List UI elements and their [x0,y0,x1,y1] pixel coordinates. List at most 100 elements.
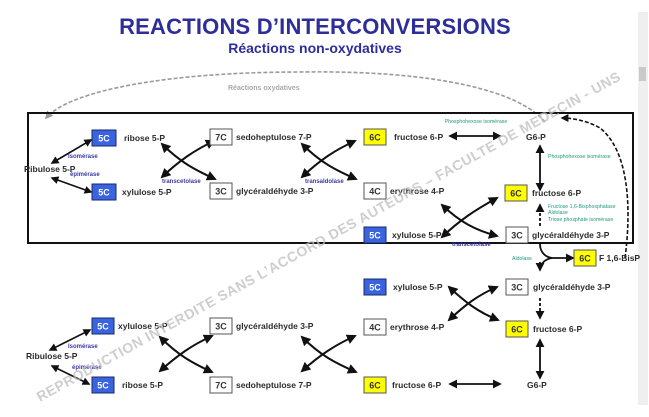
node-fructose-6p-top-b: 6C fructose 6-P [504,184,581,202]
node-sedoheptulose-7p-top: 7C sedoheptulose 7-P [209,128,312,146]
svg-text:fructose 6-P: fructose 6-P [392,380,441,390]
svg-text:ribose 5-P: ribose 5-P [124,133,165,143]
top-panel-frame [27,112,634,244]
svg-text:glycéraldéhyde 3-P: glycéraldéhyde 3-P [533,282,611,292]
phi-label-b: Phosphohexose isomérase [548,154,611,160]
aldolase-arrow-to-fbp [539,243,575,263]
svg-text:3C: 3C [511,283,523,293]
svg-text:6C: 6C [510,189,522,199]
oxidative-loop-arrow [44,71,546,123]
svg-text:xylulose 5-P: xylulose 5-P [122,187,172,197]
g6p-top: G6-P [526,132,546,142]
svg-text:5C: 5C [369,283,381,293]
svg-text:6C: 6C [579,254,591,264]
svg-text:5C: 5C [97,381,109,391]
svg-text:3C: 3C [215,187,227,197]
svg-text:glycéraldéhyde 3-P: glycéraldéhyde 3-P [236,321,314,331]
node-erythrose-4p-bottom: 4C erythrose 4-P [363,318,445,336]
ribulose-5p-top: Ribulose 5-P [24,164,76,174]
transaldolase-cross-bottom1 [300,335,358,374]
node-ribose-5p-bottom: 5C ribose 5-P [91,376,163,394]
node-fructose-6p-top-a: 6C fructose 6-P [363,128,443,146]
node-xylulose-5p-bottom-left: 5C xylulose 5-P [91,317,168,335]
transketolase-cross-d1 [158,335,214,374]
svg-text:4C: 4C [369,323,381,333]
svg-text:xylulose 5-P: xylulose 5-P [392,230,442,240]
svg-text:3C: 3C [215,322,227,332]
node-fructose-6p-bottom-right: 6C fructose 6-P [505,320,582,338]
svg-text:erythrose 4-P: erythrose 4-P [390,186,445,196]
transketolase-label-b: transcetolase [452,242,491,248]
transaldolase-cross-1 [300,142,358,181]
epimerase-label-bottom: épimérase [72,365,102,371]
node-sedoheptulose-7p-bottom: 7C sedoheptulose 7-P [209,376,312,394]
enzyme-aldolase: Aldolase [548,210,568,216]
isomerase-arrow-bottom [48,329,92,351]
svg-text:fructose 6-P: fructose 6-P [394,132,443,142]
epimerase-arrow-bottom [50,365,91,385]
node-glyceraldehyde-3p-top-b: 3C glycéraldéhyde 3-P [505,226,610,244]
svg-text:glycéraldéhyde 3-P: glycéraldéhyde 3-P [236,186,314,196]
fbp-return-arrow [560,114,629,259]
ribulose-5p-bottom: Ribulose 5-P [26,351,78,361]
scrollbar-track[interactable] [638,12,648,405]
svg-text:5C: 5C [97,322,109,332]
transaldolase-label: transaldolase [305,179,344,185]
transketolase-cross-b2 [440,197,499,239]
isomerase-arrow-top [50,139,93,164]
node-fructose-6p-bottom-left: 6C fructose 6-P [363,376,441,394]
aldolase-arrow-join [539,257,553,271]
node-ribose-5p-top: 5C ribose 5-P [91,129,165,147]
svg-text:4C: 4C [369,187,381,197]
scrollbar-thumb[interactable] [639,67,646,81]
svg-text:sedoheptulose 7-P: sedoheptulose 7-P [236,380,312,390]
svg-text:5C: 5C [98,188,110,198]
node-glyceraldehyde-3p-bottom-right: 3C glycéraldéhyde 3-P [505,278,611,296]
transketolase-cross-a1 [160,142,217,181]
transketolase-cross-c1 [447,285,500,322]
node-erythrose-4p-top: 4C erythrose 4-P [363,182,445,200]
svg-text:sedoheptulose 7-P: sedoheptulose 7-P [236,132,312,142]
svg-text:7C: 7C [215,381,227,391]
g6p-bottom: G6-P [527,380,547,390]
main-title: REACTIONS D’INTERCONVERSIONS [119,14,511,39]
phi-label-a: Phosphohexose isomérase [445,119,508,125]
svg-text:5C: 5C [98,134,110,144]
svg-text:7C: 7C [215,133,227,143]
transketolase-cross-c2 [447,285,499,322]
transaldolase-cross-2 [300,139,357,179]
svg-text:5C: 5C [369,231,381,241]
svg-text:6C: 6C [369,133,381,143]
isomerase-label-top: Isomérase [68,154,98,160]
transketolase-cross-a2 [160,139,216,179]
enzyme-tpi: Triose phosphate isomérase [548,217,613,223]
svg-text:ribose 5-P: ribose 5-P [122,380,163,390]
epimerase-label-top: épimérase [70,172,100,178]
svg-text:6C: 6C [511,325,523,335]
node-xylulose-5p-top: 5C xylulose 5-P [91,183,172,201]
svg-text:xylulose 5-P: xylulose 5-P [393,282,443,292]
transaldolase-cross-bottom2 [300,334,357,373]
transketolase-cross-b1 [440,203,499,239]
svg-text:erythrose 4-P: erythrose 4-P [390,322,445,332]
svg-text:6C: 6C [369,381,381,391]
svg-text:3C: 3C [511,231,523,241]
svg-text:F 1,6-BisP: F 1,6-BisP [599,253,640,263]
aldolase-label: Aldolase [512,256,532,262]
node-xylulose-5p-bottom-right: 5C xylulose 5-P [363,278,443,296]
svg-text:fructose 6-P: fructose 6-P [532,188,581,198]
enzyme-fbpase: Fructose 1,6-Bisphosphatase [548,204,616,210]
node-f16bisp: 6C F 1,6-BisP [573,249,640,267]
svg-text:xylulose 5-P: xylulose 5-P [118,321,168,331]
node-glyceraldehyde-3p-top: 3C glycéraldéhyde 3-P [209,182,314,200]
subtitle: Réactions non-oxydatives [228,40,402,56]
svg-text:glycéraldéhyde 3-P: glycéraldéhyde 3-P [532,230,610,240]
transketolase-cross-d2 [158,334,214,373]
svg-text:fructose 6-P: fructose 6-P [533,324,582,334]
oxidative-label: Réactions oxydatives [228,85,300,92]
isomerase-label-bottom: Isomérase [68,344,98,350]
node-xylulose-5p-top-b: 5C xylulose 5-P [363,226,442,244]
epimerase-arrow-top [50,176,93,194]
